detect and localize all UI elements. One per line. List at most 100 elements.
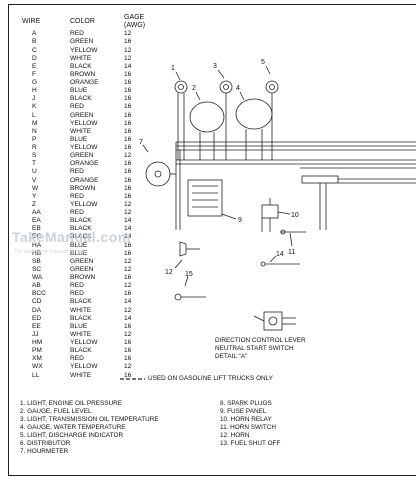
horn xyxy=(174,241,200,269)
wire-gage: 12 xyxy=(124,30,132,38)
callout-4: 4 xyxy=(236,85,240,92)
wire-gage: 16 xyxy=(124,144,132,151)
wire-gage: 12 xyxy=(124,265,132,273)
wire-gage: 12 xyxy=(124,330,132,338)
wire-gage: 16 xyxy=(124,192,132,200)
wire-color: YELLOW xyxy=(70,200,98,208)
header-gage: GAGE (AWG) xyxy=(124,14,146,30)
wire-color: BLACK xyxy=(70,314,92,322)
gasoline-note: USED ON GASOLINE LIFT TRUCKS ONLY xyxy=(148,375,274,382)
wire-color: YELLOW xyxy=(70,363,98,371)
wire-code: EB xyxy=(32,225,41,233)
wire-color: RED xyxy=(70,282,84,290)
wire-gage: 16 xyxy=(124,339,132,346)
wire-gage: 12 xyxy=(124,363,132,371)
wire-code: ED xyxy=(32,314,42,322)
wire-color: GREEN xyxy=(70,38,94,46)
header-color: COLOR xyxy=(70,18,95,26)
legend-item: 3. LIGHT, TRANSMISSION OIL TEMPERATURE xyxy=(20,416,159,423)
wire-code: JJ xyxy=(32,330,39,338)
wire-color: YELLOW xyxy=(70,339,98,346)
wire-color: YELLOW xyxy=(70,119,98,127)
wire-code: W xyxy=(32,184,39,192)
wire-color: GREEN xyxy=(70,257,94,265)
neutral-start-switch-detail xyxy=(253,311,296,331)
wire-code: C xyxy=(32,46,37,54)
wire-code: AA xyxy=(32,209,41,216)
detail-line-3: DETAIL "A" xyxy=(215,353,248,360)
main-harness xyxy=(175,141,416,230)
wire-gage: 14 xyxy=(124,62,132,70)
wire-gage: 14 xyxy=(124,233,132,241)
wire-code: EE xyxy=(32,322,41,330)
legend-item: 12. HORN xyxy=(220,432,250,439)
wire-code: F xyxy=(32,70,37,78)
callout-5: 5 xyxy=(261,59,265,66)
page-frame xyxy=(8,4,416,476)
wire-color: BLACK xyxy=(70,95,92,103)
wire-gage: 12 xyxy=(124,282,132,290)
wire-code: L xyxy=(32,111,36,119)
legend-item: 10. HORN RELAY xyxy=(220,416,272,423)
wire-gage: 12 xyxy=(124,306,132,314)
legend-item: 8. SPARK PLUGS xyxy=(220,400,272,407)
wire-code: B xyxy=(32,38,37,46)
wire-gage: 16 xyxy=(124,176,132,184)
fuel-shut-off-lead xyxy=(260,255,300,267)
callout-11: 11 xyxy=(288,249,295,256)
callout-3: 3 xyxy=(213,63,217,70)
wire-gage: 16 xyxy=(124,355,132,363)
wire-color: BLACK xyxy=(70,298,92,306)
wire-code: V xyxy=(32,176,37,184)
wire-gage: 16 xyxy=(124,103,132,111)
wire-color: BLACK xyxy=(70,62,92,70)
watermark-text: TakeManual.com xyxy=(12,229,131,245)
wire-gage: 12 xyxy=(124,54,132,62)
wire-color: BLUE xyxy=(70,135,88,143)
wire-code: DA xyxy=(32,306,42,314)
wire-color: BLUE xyxy=(70,87,88,95)
discharge-indicator-light xyxy=(265,65,279,160)
wire-gage: 12 xyxy=(124,257,132,265)
callout-7: 7 xyxy=(139,139,143,146)
horn-switch xyxy=(280,229,306,247)
wire-color: GREEN xyxy=(70,111,94,119)
callout-10: 10 xyxy=(291,212,299,219)
wire-color: RED xyxy=(70,30,84,38)
wire-gage: 16 xyxy=(124,87,132,95)
wire-gage: 16 xyxy=(124,70,132,78)
wire-color: WHITE xyxy=(70,127,92,135)
hourmeter xyxy=(142,144,176,187)
wire-color: ORANGE xyxy=(70,160,99,168)
callout-2: 2 xyxy=(192,85,196,92)
wire-color: BLUE xyxy=(70,241,88,249)
wire-color: BLACK xyxy=(70,233,92,241)
legend-item: 11. HORN SWITCH xyxy=(220,424,276,431)
wire-code: EC xyxy=(32,233,42,241)
wire-gage: 16 xyxy=(124,249,132,257)
wire-code: Y xyxy=(32,192,37,200)
wire-code: A xyxy=(32,30,37,38)
legend-item: 7. HOURMETER xyxy=(20,448,69,455)
wire-gage: 16 xyxy=(124,168,132,176)
wire-code: D xyxy=(32,54,37,62)
wire-gage: 14 xyxy=(124,314,132,322)
callout-14: 14 xyxy=(276,251,284,258)
